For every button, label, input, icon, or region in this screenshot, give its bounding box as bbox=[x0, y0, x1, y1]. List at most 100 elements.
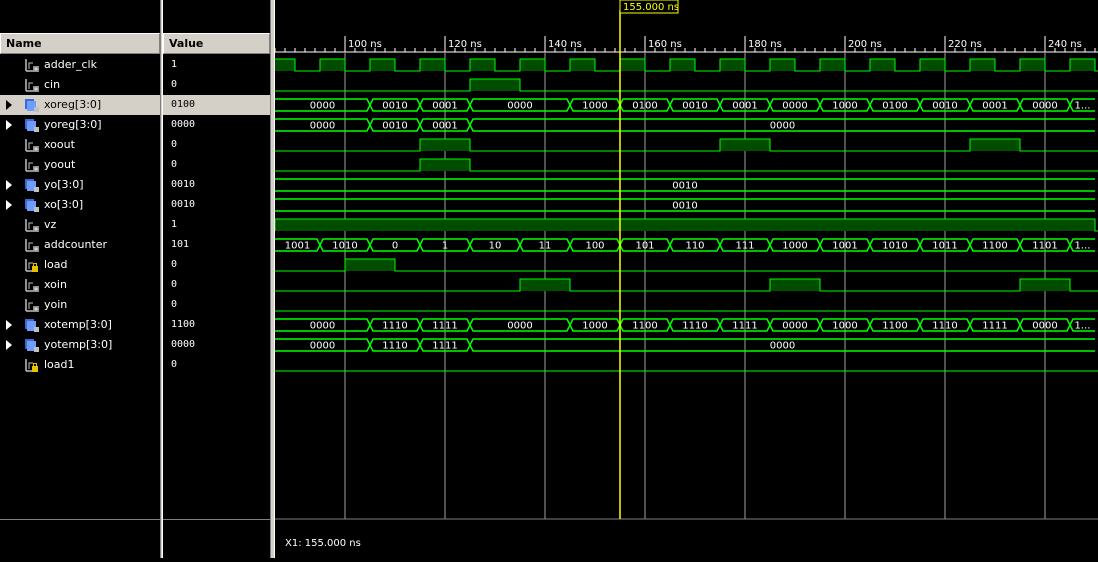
clock-high-fill bbox=[920, 59, 945, 71]
bus-segment bbox=[275, 178, 1095, 192]
value-row-cin[interactable]: 0 bbox=[163, 75, 270, 95]
bus-value-label: 1010 bbox=[882, 241, 907, 252]
signal-row-yoout[interactable]: yoout bbox=[0, 155, 160, 175]
bit-high-fill bbox=[420, 159, 470, 171]
value-row-yoout[interactable]: 0 bbox=[163, 155, 270, 175]
expand-arrow-icon[interactable] bbox=[6, 180, 12, 190]
bus-value-label: 0000 bbox=[1032, 321, 1057, 332]
expand-arrow-icon[interactable] bbox=[6, 340, 12, 350]
signal-row-cin[interactable]: cin bbox=[0, 75, 160, 95]
bus-value-label: 101 bbox=[635, 241, 654, 252]
signal-name: xoout bbox=[44, 138, 75, 151]
value-row-xo30[interactable]: 0010 bbox=[163, 195, 270, 215]
trace-vz[interactable] bbox=[274, 218, 1098, 232]
signal-row-addcounter[interactable]: addcounter bbox=[0, 235, 160, 255]
bus-signal-icon bbox=[24, 337, 40, 353]
values-wave-splitter[interactable] bbox=[270, 0, 275, 558]
bus-value-label: 0100 bbox=[882, 101, 907, 112]
names-values-splitter[interactable] bbox=[160, 0, 163, 558]
signal-row-adderclk[interactable]: adder_clk bbox=[0, 55, 160, 75]
expand-arrow-icon[interactable] bbox=[6, 100, 12, 110]
bus-value-label: 1... bbox=[1075, 321, 1091, 332]
value-row-vz[interactable]: 1 bbox=[163, 215, 270, 235]
bus-value-label: 1000 bbox=[582, 101, 607, 112]
value-row-load[interactable]: 0 bbox=[163, 255, 270, 275]
signal-row-load1[interactable]: load1 bbox=[0, 355, 160, 375]
signal-row-xotemp30[interactable]: xotemp[3:0] bbox=[0, 315, 160, 335]
signal-row-xoreg30[interactable]: xoreg[3:0] bbox=[0, 95, 160, 115]
trace-yo30[interactable]: 0010 bbox=[275, 178, 1095, 192]
bus-value-label: 1011 bbox=[932, 241, 957, 252]
signal-name: yo[3:0] bbox=[44, 178, 84, 191]
value-row-yotemp30[interactable]: 0000 bbox=[163, 335, 270, 355]
bus-value-label: 1... bbox=[1075, 101, 1091, 112]
signal-row-xoout[interactable]: xoout bbox=[0, 135, 160, 155]
value-row-xotemp30[interactable]: 1100 bbox=[163, 315, 270, 335]
value-row-load1[interactable]: 0 bbox=[163, 355, 270, 375]
signal-name: xo[3:0] bbox=[44, 198, 84, 211]
expand-arrow-icon[interactable] bbox=[6, 120, 12, 130]
value-row-xoreg30[interactable]: 0100 bbox=[163, 95, 270, 115]
cursor-label: 155.000 ns bbox=[623, 2, 679, 13]
signal-row-yo30[interactable]: yo[3:0] bbox=[0, 175, 160, 195]
trace-xo30[interactable]: 0010 bbox=[275, 198, 1095, 212]
clock-high-fill bbox=[370, 59, 395, 71]
trace-adderclk[interactable] bbox=[275, 58, 1098, 72]
value-row-yoin[interactable]: 0 bbox=[163, 295, 270, 315]
name-column-header[interactable]: Name bbox=[0, 33, 160, 54]
clock-high-fill bbox=[670, 59, 695, 71]
signal-row-yoreg30[interactable]: yoreg[3:0] bbox=[0, 115, 160, 135]
value-row-yoreg30[interactable]: 0000 bbox=[163, 115, 270, 135]
signal-row-yoin[interactable]: yoin bbox=[0, 295, 160, 315]
bus-segment bbox=[1069, 318, 1095, 332]
cursor-label-box[interactable] bbox=[619, 0, 679, 14]
value-row-xoin[interactable]: 0 bbox=[163, 275, 270, 295]
bus-value-label: 0010 bbox=[672, 181, 697, 192]
value-row-adderclk[interactable]: 1 bbox=[163, 55, 270, 75]
signal-row-xo30[interactable]: xo[3:0] bbox=[0, 195, 160, 215]
trace-load[interactable] bbox=[275, 258, 1098, 272]
signal-row-load[interactable]: load bbox=[0, 255, 160, 275]
bus-value-label: 0000 bbox=[782, 101, 807, 112]
bus-segment bbox=[1069, 238, 1095, 252]
expand-arrow-icon[interactable] bbox=[6, 200, 12, 210]
signal-value: 0 bbox=[171, 299, 178, 310]
bit-high-fill bbox=[470, 79, 520, 91]
bit-signal-lock-icon bbox=[24, 257, 40, 273]
trace-xoout[interactable] bbox=[275, 138, 1098, 152]
value-column-header[interactable]: Value bbox=[163, 33, 270, 54]
value-row-addcounter[interactable]: 101 bbox=[163, 235, 270, 255]
expand-arrow-icon[interactable] bbox=[6, 320, 12, 330]
signal-row-vz[interactable]: vz bbox=[0, 215, 160, 235]
names-divider bbox=[0, 519, 160, 520]
signal-row-xoin[interactable]: xoin bbox=[0, 275, 160, 295]
bus-value-label: 110 bbox=[685, 241, 704, 252]
bus-value-label: 1100 bbox=[982, 241, 1007, 252]
bit-signal-icon bbox=[24, 237, 40, 253]
time-cursor[interactable]: 155.000 ns bbox=[619, 0, 679, 519]
value-row-yo30[interactable]: 0010 bbox=[163, 175, 270, 195]
bus-value-label: 1000 bbox=[582, 321, 607, 332]
signal-name: vz bbox=[44, 218, 57, 231]
trace-cin[interactable] bbox=[275, 78, 1098, 92]
trace-xoin[interactable] bbox=[275, 278, 1098, 292]
bus-value-label: 1111 bbox=[432, 341, 457, 352]
bit-waveform bbox=[274, 218, 1098, 232]
signal-row-yotemp30[interactable]: yotemp[3:0] bbox=[0, 335, 160, 355]
signal-name: yoout bbox=[44, 158, 76, 171]
bus-segment bbox=[1069, 98, 1095, 112]
clock-high-fill bbox=[420, 59, 445, 71]
value-row-xoout[interactable]: 0 bbox=[163, 135, 270, 155]
trace-yoout[interactable] bbox=[275, 158, 1098, 172]
bit-signal-icon bbox=[24, 57, 40, 73]
signal-name: addcounter bbox=[44, 238, 108, 251]
